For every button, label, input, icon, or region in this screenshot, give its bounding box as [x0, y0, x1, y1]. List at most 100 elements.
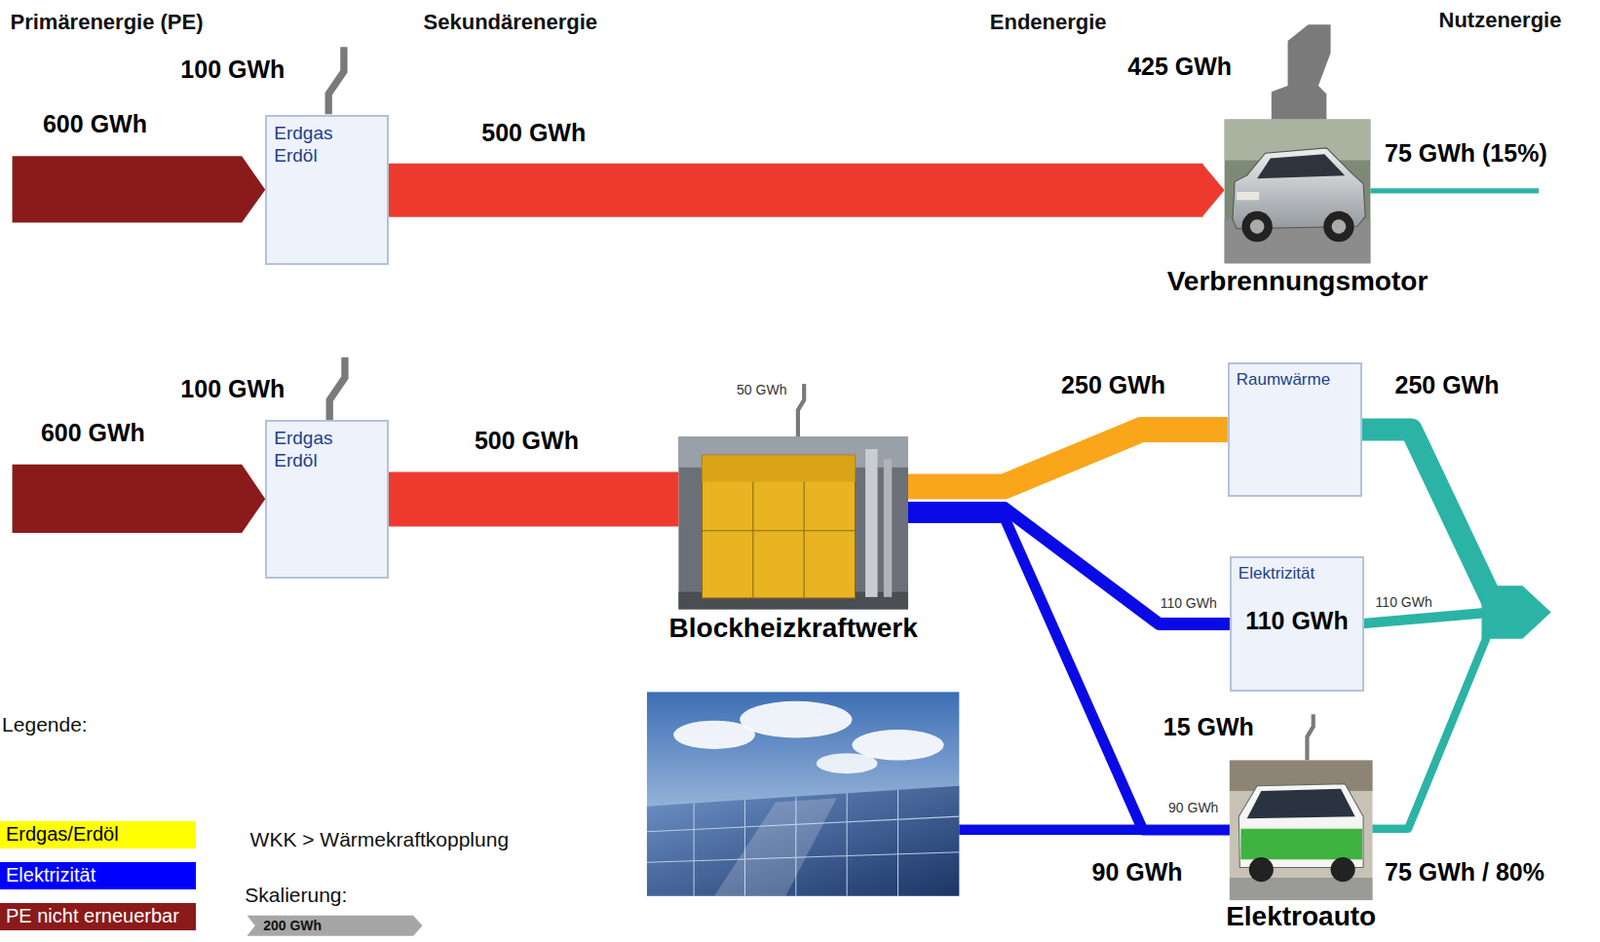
solar-photo [647, 691, 959, 897]
solar-photo [647, 790, 959, 897]
chp-photo [678, 436, 909, 610]
useful-energy-flow [1371, 624, 1492, 830]
flow-band [908, 517, 1230, 831]
ev-photo [1229, 877, 1373, 901]
energy-flow [388, 163, 1225, 218]
chp-photo [701, 482, 855, 599]
energy-flow [388, 498, 679, 500]
solar-photo [647, 786, 959, 897]
energy-value: 425 GWh [1127, 52, 1232, 81]
process-box: Raumwärme [1227, 362, 1363, 497]
photo-caption: Elektroauto [1225, 902, 1376, 933]
chp-photo [883, 458, 892, 597]
primary-energy-arrow [12, 155, 267, 223]
legend-heading: Legende: [1, 712, 88, 736]
solar-photo [739, 701, 852, 739]
energy-value: 250 GWh [1395, 370, 1500, 399]
process-box: Erdgas Erdöl [265, 114, 389, 266]
energy-value: 100 GWh [180, 55, 285, 84]
legend-text: PE nicht erneuerbar [5, 905, 180, 928]
chp-photo [701, 455, 855, 599]
photo-caption: Verbrennungsmotor [1167, 266, 1429, 298]
legend-text: Elektrizität [5, 864, 96, 887]
suv-photo [1250, 219, 1265, 234]
useful-energy-flow [1362, 612, 1492, 625]
ev-photo [1240, 829, 1363, 860]
plant-photo: Blockheizkraftwerk [678, 436, 909, 610]
ev-photo [1238, 784, 1364, 869]
exhaust-chimney [1306, 714, 1313, 761]
flow-band [908, 429, 1228, 488]
scale-heading: Skalierung: [244, 883, 347, 908]
suv-photo [1257, 153, 1345, 179]
box-label: Erdgas Erdöl [273, 122, 333, 168]
axis-heading: Primärenergie (PE) [9, 9, 203, 35]
flow-value: 110 GWh [1375, 594, 1433, 610]
legend-text: Erdgas/Erdöl [5, 823, 119, 846]
flow-band [388, 163, 1204, 218]
energy-value: 600 GWh [40, 419, 146, 448]
loss-plume [1271, 24, 1332, 119]
vehicle-photo: Verbrennungsmotor [1224, 119, 1372, 265]
solar-photo [816, 753, 878, 774]
energy-value: 500 GWh [474, 426, 579, 456]
flow-value: 90 GWh [1168, 800, 1219, 816]
value-label: 110 GWh [1245, 607, 1349, 636]
ev-photo [1229, 761, 1373, 902]
suv-photo [1224, 119, 1372, 265]
exhaust-chimney [328, 46, 1314, 761]
chp-photo [865, 449, 878, 598]
energy-value: 600 GWh [42, 109, 148, 138]
process-box: Elektrizität 110 GWh [1229, 556, 1365, 692]
energy-value: 90 GWh [1091, 858, 1182, 887]
axis-heading: Sekundärenergie [423, 9, 599, 35]
flow-band [908, 508, 1230, 625]
flow-value: 110 GWh [1160, 595, 1218, 611]
axis-heading: Nutzenergie [1439, 7, 1562, 33]
flow-value: 50 GWh [736, 381, 787, 398]
energy-value: 100 GWh [180, 375, 285, 404]
energy-value: 250 GWh [1061, 370, 1166, 399]
useful-energy-flow [1360, 429, 1492, 601]
scale-value: 200 GWh [263, 917, 322, 934]
box-label: Elektrizität [1238, 564, 1356, 584]
ev-photo [1229, 761, 1373, 902]
solar-feed-line [958, 825, 1145, 836]
energy-flow [908, 429, 1228, 488]
ev-photo [1249, 857, 1274, 882]
suv-photo [1236, 191, 1259, 200]
exhaust-chimney [328, 46, 344, 115]
suv-photo [1323, 211, 1354, 242]
box-label: Erdgas Erdöl [273, 427, 333, 473]
suv-photo [1241, 211, 1272, 242]
useful-energy-arrow [1482, 585, 1552, 639]
flow-head [1202, 163, 1225, 218]
legend-swatch: Elektrizität [0, 862, 196, 890]
flow-band [388, 472, 679, 528]
vehicle-photo: Elektroauto [1229, 760, 1373, 900]
energy-flow [908, 517, 1230, 831]
legend-swatch: PE nicht erneuerbar [0, 903, 196, 931]
box-label: Raumwärme [1236, 370, 1354, 390]
solar-photo [647, 691, 959, 897]
legend-swatch: Erdgas/Erdöl [0, 821, 196, 849]
legend-note: WKK > Wärmekraftkopplung [250, 828, 510, 852]
suv-photo [1224, 119, 1372, 265]
energy-value: 500 GWh [481, 118, 586, 148]
photo-caption: Blockheizkraftwerk [669, 613, 918, 645]
primary-energy-arrow [12, 155, 267, 534]
scale-arrow [246, 915, 422, 937]
energy-value: 75 GWh / 80% [1384, 858, 1545, 887]
exhaust-chimney [798, 383, 804, 437]
exhaust-chimney [329, 357, 345, 421]
solar-photo [714, 798, 838, 897]
axis-heading: Endenergie [990, 9, 1107, 35]
ev-photo [1247, 789, 1356, 819]
energy-flow [908, 508, 1230, 625]
process-box: Erdgas Erdöl [265, 419, 389, 578]
energy-value: 75 GWh (15%) [1384, 139, 1548, 168]
ev-photo [1331, 857, 1356, 882]
chp-photo [701, 455, 855, 482]
chp-photo [678, 436, 909, 610]
